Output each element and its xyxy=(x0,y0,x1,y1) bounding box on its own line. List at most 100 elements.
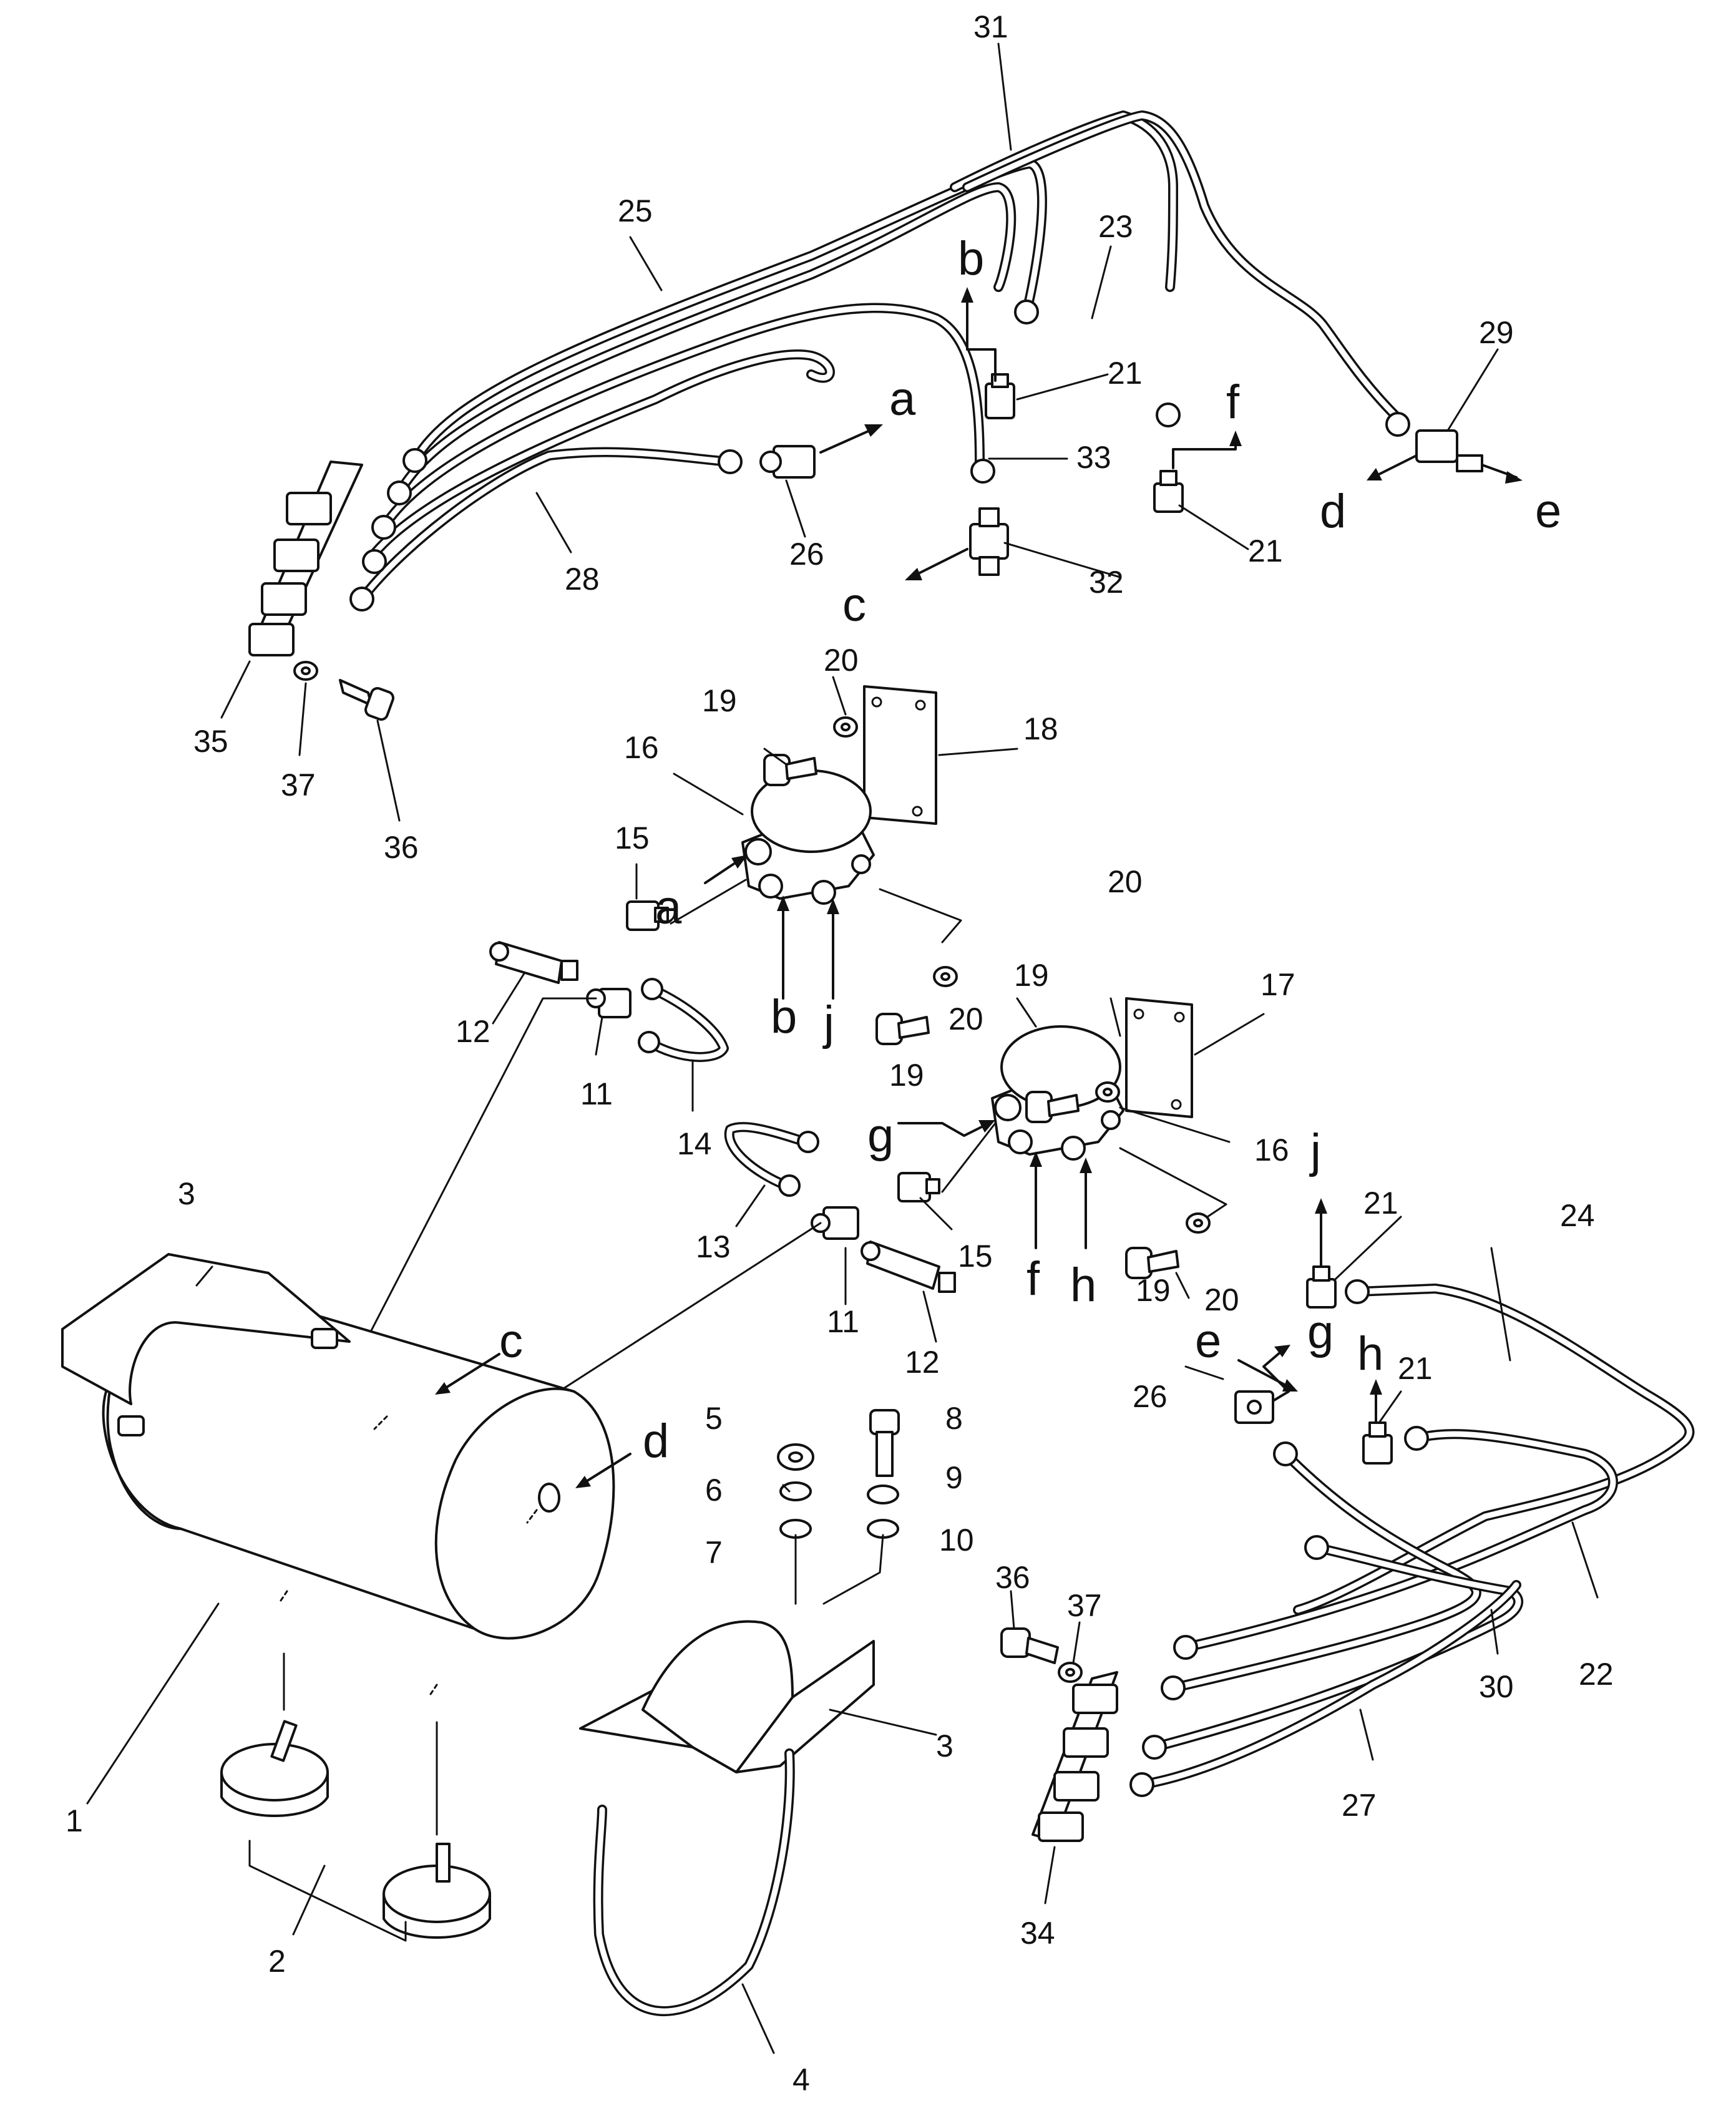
lower-pipe-harness xyxy=(1129,1279,1695,1797)
callout-15-upper: 15 xyxy=(615,821,650,856)
air-tank-1 xyxy=(102,1288,615,1695)
callout-6: 6 xyxy=(705,1473,723,1508)
tank-bracket-3-right xyxy=(579,1620,875,1773)
callout-2: 2 xyxy=(268,1944,286,1979)
tee-32 xyxy=(969,507,1009,576)
letter-e-top: e xyxy=(1535,485,1561,538)
relay-valve-16-bottom xyxy=(991,1025,1124,1161)
bolt-19-c xyxy=(1025,1091,1080,1123)
washer-20-c xyxy=(1095,1081,1120,1103)
connection-arrows xyxy=(435,287,1523,1488)
callout-19-a: 19 xyxy=(702,683,737,718)
letter-j-relay: j xyxy=(822,997,834,1050)
leader-8-10 xyxy=(822,1534,884,1605)
callout-1: 1 xyxy=(66,1803,83,1838)
callout-21-lower-b: 21 xyxy=(1398,1351,1433,1386)
callout-4: 4 xyxy=(792,2062,810,2097)
callout-26-lower: 26 xyxy=(1133,1379,1168,1414)
bolt-19-a xyxy=(763,754,817,786)
mounting-plate-18 xyxy=(863,685,937,825)
callout-leaders xyxy=(86,42,1599,2054)
callout-16-bottom: 16 xyxy=(1254,1133,1289,1168)
callout-numbers: 31 25 23 21 29 33 32 21 26 28 35 37 36 2… xyxy=(66,9,1614,2097)
washer-20-b xyxy=(933,966,958,987)
pipe-13 xyxy=(724,1122,819,1197)
elbow-11-upper xyxy=(586,988,631,1018)
letter-d-top: d xyxy=(1320,485,1346,538)
letter-a-top: a xyxy=(889,373,916,426)
callout-11-lower: 11 xyxy=(827,1304,859,1339)
letter-b-top: b xyxy=(958,232,984,285)
tee-29 xyxy=(1415,429,1483,472)
callout-20-a: 20 xyxy=(824,643,859,678)
callout-35: 35 xyxy=(193,724,228,759)
callout-34: 34 xyxy=(1020,1916,1055,1951)
letter-f-relay: f xyxy=(1026,1252,1040,1305)
callout-7: 7 xyxy=(705,1535,723,1570)
bolt-36-lower xyxy=(1000,1627,1059,1664)
callout-32: 32 xyxy=(1089,565,1124,600)
callout-26-top: 26 xyxy=(789,537,824,572)
callout-10: 10 xyxy=(939,1523,974,1558)
letter-c-top: c xyxy=(842,578,866,631)
callout-11-upper: 11 xyxy=(580,1076,613,1111)
letter-b-relay: b xyxy=(771,990,797,1043)
washer-20-d xyxy=(1186,1212,1211,1234)
check-valve-12-lower xyxy=(861,1241,956,1293)
washer-6 xyxy=(779,1481,812,1501)
bolt-19-b xyxy=(875,1013,930,1045)
callout-31: 31 xyxy=(973,9,1008,44)
callout-12-lower: 12 xyxy=(905,1345,940,1380)
callout-14: 14 xyxy=(677,1126,712,1161)
callout-21-lower-a: 21 xyxy=(1363,1186,1398,1221)
washer-37-lower xyxy=(1058,1662,1083,1683)
callout-21-right: 21 xyxy=(1248,534,1283,568)
letter-e-lower: e xyxy=(1195,1315,1221,1368)
pipe-14 xyxy=(638,978,729,1062)
letter-f-top: f xyxy=(1226,376,1240,429)
callout-8: 8 xyxy=(945,1401,963,1436)
callout-5: 5 xyxy=(705,1401,723,1436)
callout-21-top: 21 xyxy=(1108,356,1143,391)
callout-9: 9 xyxy=(945,1460,963,1495)
junction-block-34 xyxy=(1031,1671,1118,1842)
fitting-26-top xyxy=(759,445,816,479)
callout-19-d: 19 xyxy=(1136,1273,1171,1308)
upper-pipe-harness xyxy=(349,110,1410,612)
check-valve-12-upper xyxy=(489,941,578,984)
callout-16-top: 16 xyxy=(624,730,659,765)
drain-valve-2-a xyxy=(220,1720,329,1817)
callout-23: 23 xyxy=(1098,209,1133,244)
callout-20-d: 20 xyxy=(1204,1282,1239,1317)
letter-g-lower: g xyxy=(1307,1305,1334,1358)
callout-20-c: 20 xyxy=(1108,864,1143,899)
bolt-36-top xyxy=(339,679,394,721)
elbow-15-upper xyxy=(626,900,669,931)
leader-2-bracket xyxy=(248,1840,407,1942)
callout-37-top: 37 xyxy=(281,768,316,802)
callout-3-right: 3 xyxy=(936,1728,953,1763)
callout-28: 28 xyxy=(565,562,600,597)
letter-g-relay: g xyxy=(867,1109,894,1162)
callout-36-top: 36 xyxy=(384,830,419,865)
callout-15-lower: 15 xyxy=(958,1239,993,1274)
callout-17: 17 xyxy=(1261,967,1295,1002)
callout-33: 33 xyxy=(1076,440,1111,475)
washer-37-top xyxy=(293,661,318,681)
callout-30: 30 xyxy=(1479,1669,1514,1704)
letter-d-tank: d xyxy=(643,1415,669,1468)
callout-19-b: 19 xyxy=(889,1058,924,1093)
relay-valve-16-top xyxy=(741,769,875,905)
letter-c-tank: c xyxy=(499,1315,523,1368)
elbow-11-lower xyxy=(811,1206,859,1240)
leader-11-upper xyxy=(348,997,597,1374)
callout-18: 18 xyxy=(1023,711,1058,746)
callout-22: 22 xyxy=(1579,1657,1614,1692)
letter-a-relay: a xyxy=(655,881,682,934)
callout-19-c: 19 xyxy=(1014,958,1049,993)
bolt-8 xyxy=(869,1409,900,1477)
drain-hose-4 xyxy=(593,1748,795,2016)
callout-24: 24 xyxy=(1560,1198,1595,1233)
callout-25: 25 xyxy=(618,193,653,228)
